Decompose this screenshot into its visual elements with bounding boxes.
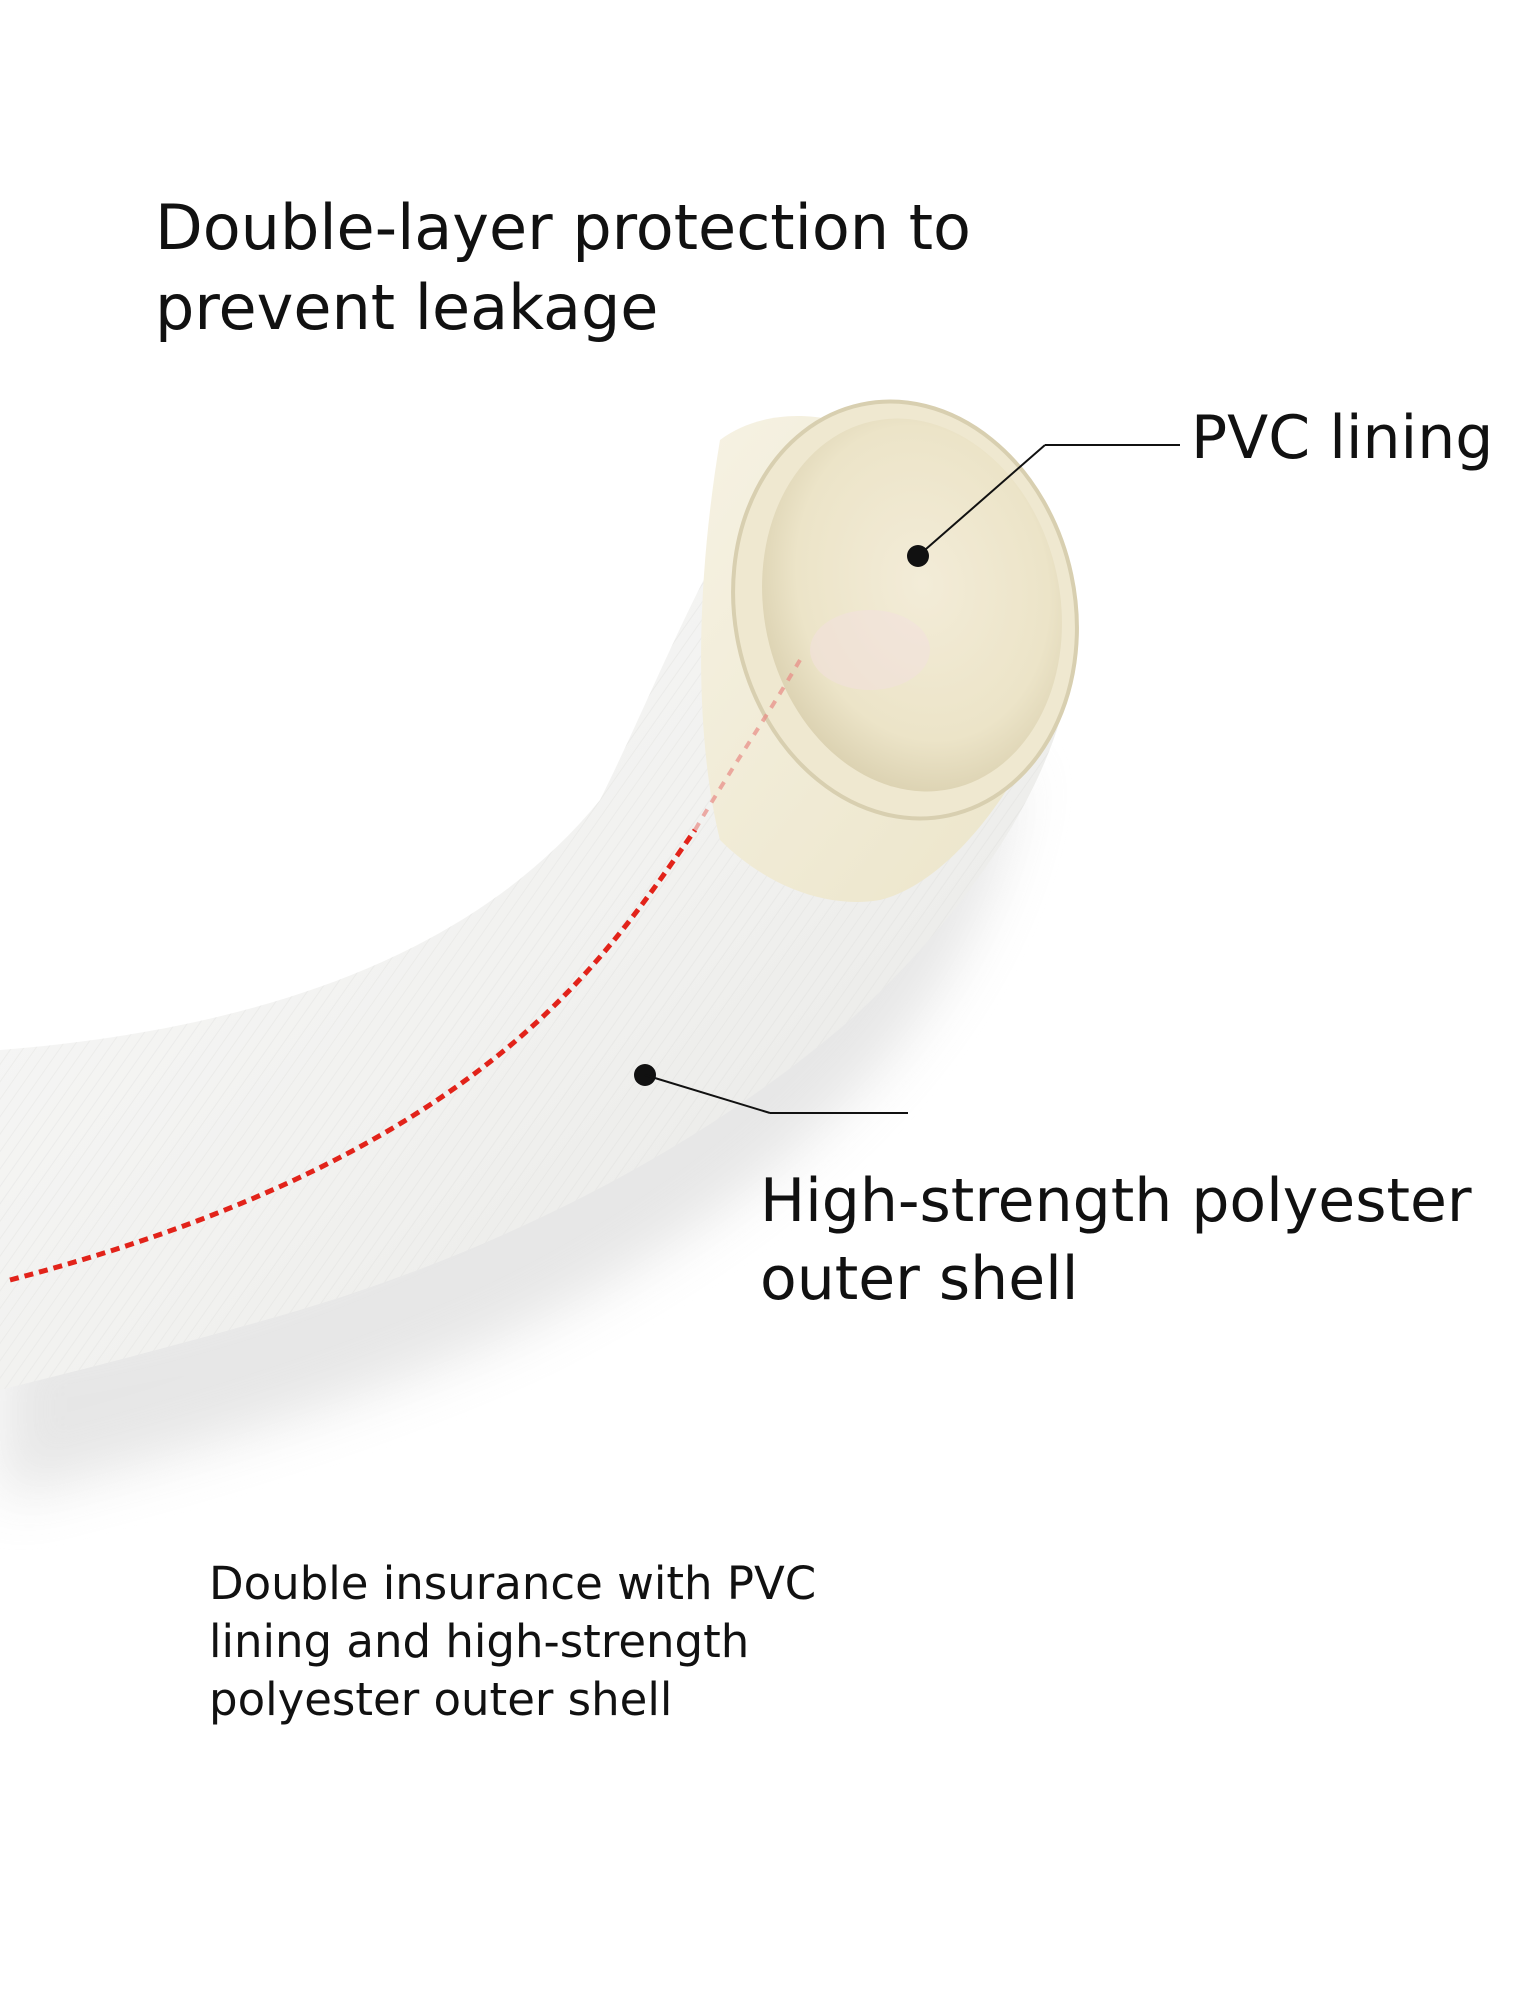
hose-opening-interior: [762, 418, 1062, 792]
heading-line-1: Double-layer protection to: [155, 191, 971, 264]
pvc-lining-marker-dot: [907, 545, 929, 567]
caption-line-1: Double insurance with PVC: [209, 1557, 817, 1610]
outer-shell-label-line-2: outer shell: [760, 1244, 1079, 1314]
heading-line-2: prevent leakage: [155, 271, 659, 344]
outer-shell-leader-diagonal: [644, 1074, 771, 1114]
caption-line-3: polyester outer shell: [209, 1673, 673, 1726]
hose-red-seam-faded: [693, 658, 802, 832]
outer-shell-label: High-strength polyester outer shell: [760, 1162, 1472, 1318]
pvc-lining-leader-diagonal: [917, 444, 1046, 557]
page-heading: Double-layer protection to prevent leaka…: [155, 188, 1155, 348]
hose-red-seam: [9, 828, 698, 1283]
description-caption: Double insurance with PVC lining and hig…: [209, 1555, 816, 1729]
outer-shell-label-line-1: High-strength polyester: [760, 1166, 1472, 1236]
pvc-lining-label: PVC lining: [1191, 403, 1494, 473]
caption-line-2: lining and high-strength: [209, 1615, 750, 1668]
hose-opening-highlight: [810, 610, 930, 690]
